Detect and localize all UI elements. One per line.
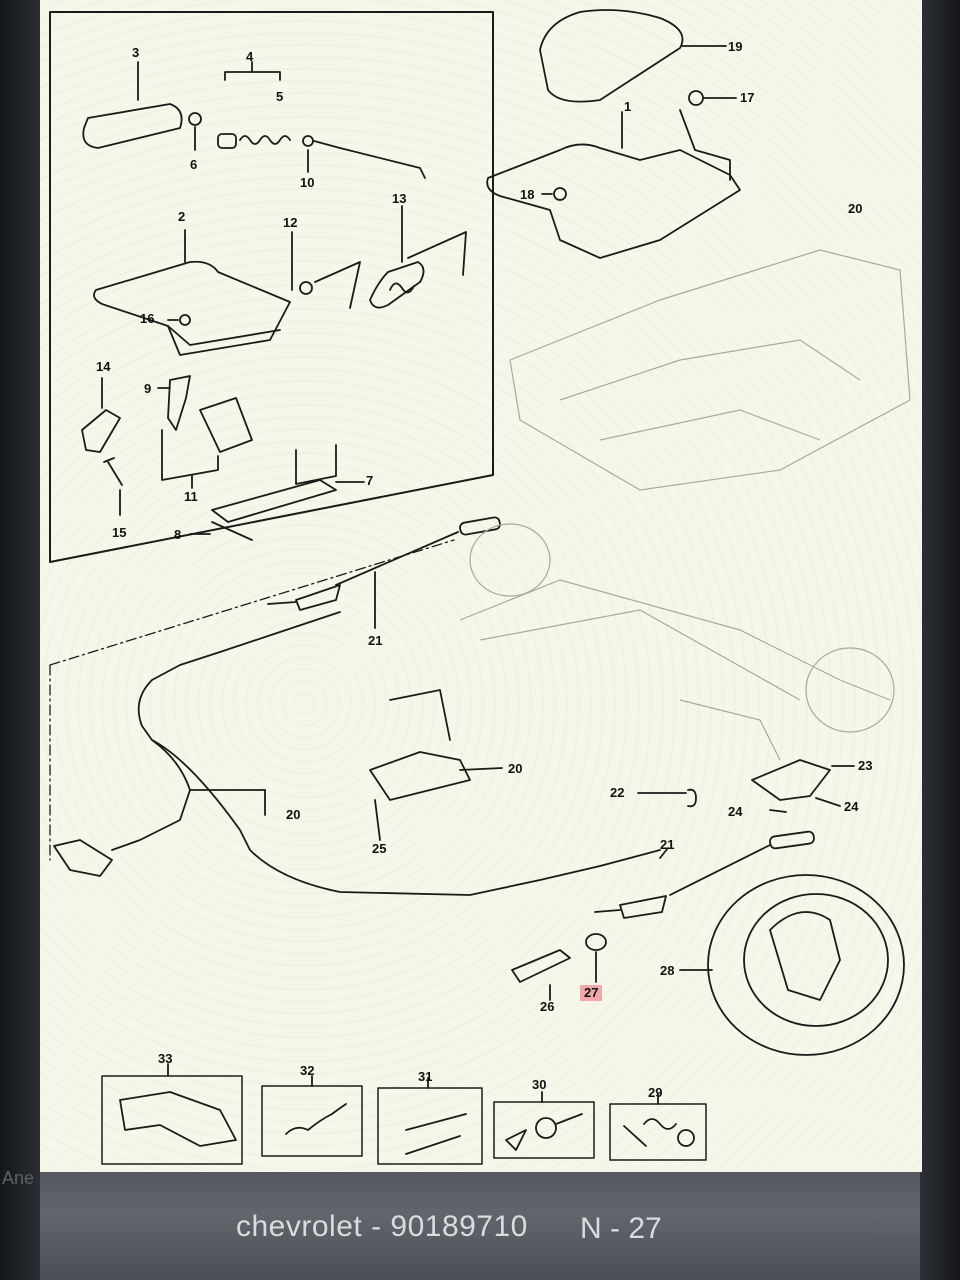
callout-24-right: 24 [844,799,859,814]
document-title: chevrolet - 90189710 [236,1210,528,1243]
callout-21-lower: 21 [660,837,675,852]
callout-12: 12 [283,215,298,230]
callout-25: 25 [372,841,387,856]
callout-13: 13 [392,191,407,206]
callout-9: 9 [144,381,152,396]
callout-3: 3 [132,45,140,60]
callout-21-upper: 21 [368,633,383,648]
callout-22: 22 [610,785,625,800]
callout-10: 10 [300,175,315,190]
callout-15: 15 [112,525,127,540]
callout-14: 14 [96,359,111,374]
callout-33: 33 [158,1051,173,1066]
callout-20-middle: 20 [508,761,523,776]
page-reference: N - 27 [580,1212,662,1245]
parts-diagram-page: 3 4 5 6 10 2 12 13 16 14 9 11 15 8 7 19 … [40,0,922,1172]
callout-2: 2 [178,209,186,224]
callout-7: 7 [366,473,374,488]
callout-6: 6 [190,157,198,172]
callout-19: 19 [728,39,743,54]
callout-4: 4 [246,49,254,64]
callout-26: 26 [540,999,555,1014]
callout-20-left: 20 [286,807,301,822]
monitor-bezel-left [0,0,40,1280]
callout-1: 1 [624,99,632,114]
callout-29: 29 [648,1085,663,1100]
callout-16: 16 [140,311,155,326]
callout-8: 8 [174,527,182,542]
callout-28: 28 [660,963,675,978]
callout-27-highlighted: 27 [580,985,603,1001]
callout-5: 5 [276,89,284,104]
callout-31: 31 [418,1069,433,1084]
callout-11: 11 [184,489,198,504]
callout-30: 30 [532,1077,547,1092]
callout-24-left: 24 [728,804,743,819]
parts-diagram [49,9,911,1165]
side-peek-text-right: kan c [872,1218,916,1238]
side-peek-text-left: Ane [2,1168,35,1188]
viewer-footer-bar: chevrolet - 90189710 N - 27 [40,1172,920,1280]
callout-20-upper: 20 [848,201,863,216]
callout-23: 23 [858,758,873,773]
monitor-bezel-right [920,0,960,1280]
callout-32: 32 [300,1063,315,1078]
callout-18: 18 [520,187,535,202]
callout-17: 17 [740,90,755,105]
